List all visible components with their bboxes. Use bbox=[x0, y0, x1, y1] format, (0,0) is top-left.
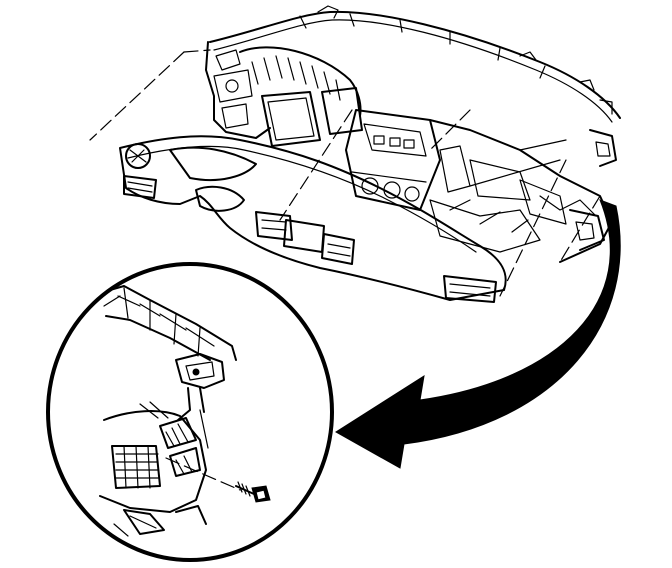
detail-contents bbox=[99, 285, 271, 537]
alignment-lines bbox=[89, 49, 601, 297]
detail-magnifier-circle bbox=[46, 262, 334, 562]
curved-callout-arrow bbox=[335, 199, 621, 469]
bolt-icon bbox=[235, 481, 271, 503]
instrument-panel-carrier bbox=[205, 5, 621, 263]
instrument-panel-trim-pad bbox=[119, 135, 507, 303]
